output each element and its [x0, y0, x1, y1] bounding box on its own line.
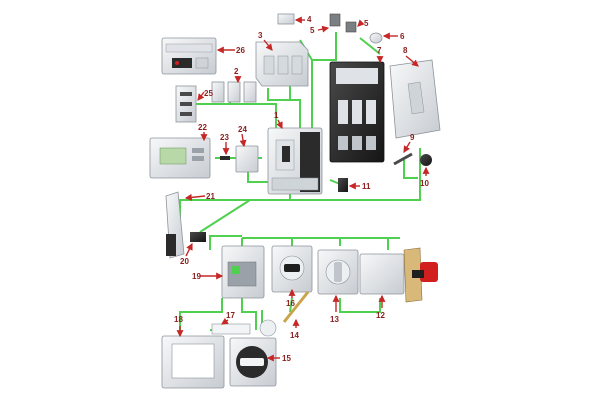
callout-17: 17: [226, 311, 235, 320]
callout-labels: 1 2 3 4 5 5 6 7 8 9 10 11 12 13 14 15 16…: [174, 15, 429, 363]
box-terminal-icon: [329, 13, 357, 33]
callout-10: 10: [420, 179, 429, 188]
callout-21: 21: [206, 192, 215, 201]
control-display-icon: [149, 137, 211, 179]
terminal-clamp-icon: [277, 13, 295, 25]
communication-module-icon: [235, 145, 259, 173]
lock-mechanism-icon: [190, 232, 206, 242]
callout-1: 1: [274, 111, 279, 120]
label-plate-icon: [211, 323, 251, 335]
circuit-breaker-icon: [267, 127, 323, 195]
callout-8: 8: [403, 46, 408, 55]
mounting-plate-icon: [389, 59, 441, 139]
callout-18: 18: [174, 315, 183, 324]
callout-19: 19: [192, 272, 201, 281]
callout-arrows: [176, 16, 430, 362]
callout-12: 12: [376, 311, 385, 320]
control-relay-icon: [161, 37, 217, 75]
shaft-coupling-icon: [420, 154, 432, 166]
callout-25: 25: [204, 89, 213, 98]
callout-23: 23: [220, 133, 229, 142]
callout-13: 13: [330, 315, 339, 324]
callout-20: 20: [180, 257, 189, 266]
rotary-handle-key-icon: [317, 249, 359, 295]
callout-22: 22: [198, 123, 207, 132]
callout-14: 14: [290, 331, 299, 340]
callout-16: 16: [286, 299, 295, 308]
terminal-block-icon: [175, 85, 197, 123]
extension-rod-icon: [393, 152, 413, 166]
callout-5b: 5: [364, 19, 369, 28]
terminal-cover-icon: [255, 41, 309, 87]
auxiliary-contacts-icon: [211, 81, 257, 103]
callout-26: 26: [236, 46, 245, 55]
callout-5a: 5: [310, 26, 315, 35]
callout-6: 6: [400, 32, 405, 41]
front-frame-icon: [161, 335, 225, 389]
callout-4: 4: [307, 15, 312, 24]
callout-24: 24: [238, 125, 247, 134]
insulating-cap-icon: [369, 32, 383, 44]
plug-in-adapter-icon: [329, 61, 385, 163]
callout-3: 3: [258, 31, 263, 40]
trip-block-icon: [338, 178, 348, 192]
callout-7: 7: [377, 46, 382, 55]
callout-9: 9: [410, 133, 415, 142]
remote-operator-icon: [221, 245, 265, 299]
rotary-handle-front-icon: [229, 337, 277, 387]
extension-shaft-icon: [282, 291, 310, 323]
callout-11: 11: [362, 182, 371, 191]
door-interlock-icon: [165, 191, 185, 259]
interface-cable-icon: [220, 156, 230, 160]
callout-15: 15: [282, 354, 291, 363]
indicator-dial-icon: [259, 319, 277, 337]
callout-2: 2: [234, 67, 239, 76]
door-handle-red-icon: [359, 247, 438, 303]
rotary-handle-black-icon: [271, 245, 313, 293]
